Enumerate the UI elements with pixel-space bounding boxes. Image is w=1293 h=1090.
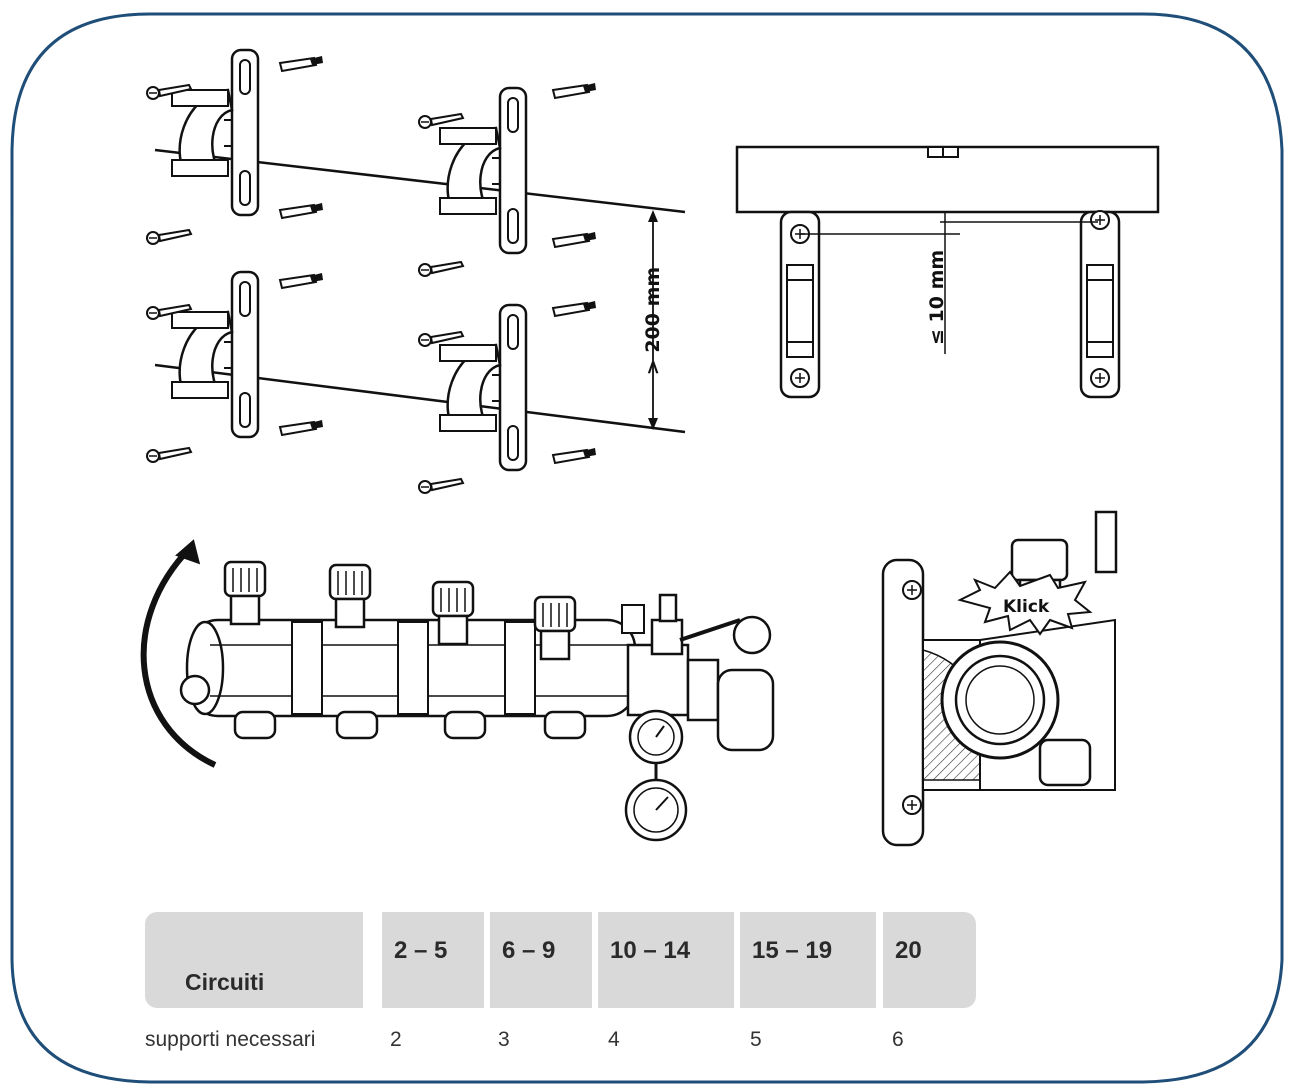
frame-border [10,12,1284,1084]
supports-value: 6 [892,1028,904,1051]
range-label: 20 [895,937,922,964]
supports-value: 5 [750,1028,762,1051]
range-label: 2 – 5 [394,937,448,964]
range-cell: 2 – 5 [382,912,484,1008]
table-header-label: Circuiti [185,969,265,995]
range-label: 10 – 14 [610,937,691,964]
click-label: Klick [1003,597,1050,617]
bracket-spacing-diagram [146,48,686,494]
range-label: 15 – 19 [752,937,833,964]
table-header-label-cell: Circuiti [145,912,363,1008]
range-label: 6 – 9 [502,937,556,964]
top-view-diagram [735,145,1160,399]
range-cell: 6 – 9 [490,912,592,1008]
supports-value: 4 [608,1028,620,1051]
spacing-dimension-label: > 200 mm [642,266,664,376]
supports-value: 3 [498,1028,510,1051]
range-cell: 10 – 14 [598,912,734,1008]
row-label: supporti necessari [145,1028,316,1051]
manifold-diagram [140,539,775,842]
range-cell: 15 – 19 [740,912,876,1008]
gap-dimension-label: ≤ 10 mm [926,249,948,345]
range-cell: 20 [883,912,976,1008]
supports-value: 2 [390,1028,402,1051]
click-detail-diagram [881,510,1118,847]
